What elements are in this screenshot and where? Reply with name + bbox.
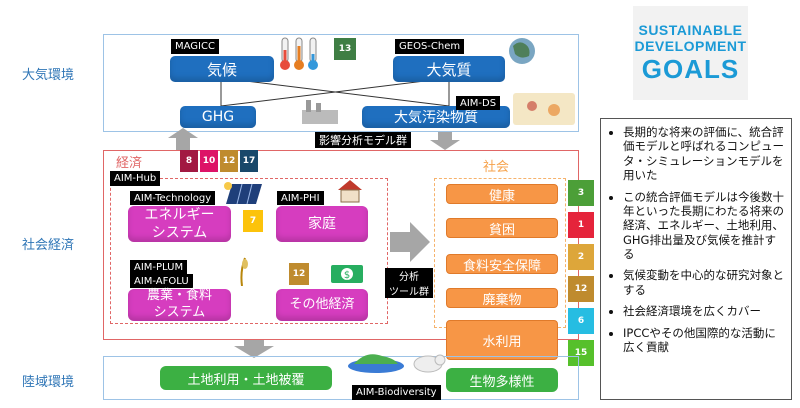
aim-ds-tag: AIM-DS	[456, 96, 501, 110]
sdg-logo: SUSTAINABLE DEVELOPMENT GOALS	[633, 6, 748, 100]
row-label-land: 陸域環境	[22, 375, 75, 390]
sdg-10-icon: 10	[200, 150, 218, 172]
sdg-3-icon: 3	[568, 180, 594, 206]
land-use-box: 土地利用・土地被覆	[160, 366, 332, 390]
waste-box: 廃棄物	[446, 288, 558, 308]
sdg-7-icon: 7	[243, 210, 263, 232]
bullet-item: 長期的な将来の評価に、統合評価モデルと呼ばれるコンピュータ・シミュレーションモデ…	[623, 125, 785, 183]
aim-plum-tag: AIM-PLUM	[130, 260, 188, 274]
thermometer-icon	[280, 37, 318, 70]
air-quality-box: 大気質	[393, 56, 505, 82]
water-use-box: 水利用	[446, 320, 558, 360]
atmosphere-connectors	[220, 77, 450, 107]
land-section	[103, 356, 579, 400]
bullet-item: この統合評価モデルは今後数十年といった長期にわたる将来の経済、エネルギー、土地利…	[623, 190, 785, 262]
globe-icon	[509, 38, 535, 64]
climate-box: 気候	[170, 56, 274, 82]
sdg-8-icon: 8	[180, 150, 198, 172]
magicc-tag: MAGICC	[171, 39, 219, 54]
sdg-logo-line1: SUSTAINABLE	[638, 21, 743, 38]
description-box: 長期的な将来の評価に、統合評価モデルと呼ばれるコンピュータ・シミュレーションモデ…	[600, 118, 792, 400]
economy-sdg-icons: 8 10 12 17	[180, 150, 258, 172]
sdg-1-icon: 1	[568, 212, 594, 238]
society-title: 社会	[483, 160, 510, 175]
bullet-item: 気候変動を中心的な研究対象とする	[623, 268, 785, 297]
down-arrow-icon-b	[234, 340, 274, 358]
sdg-15-icon: 15	[568, 340, 594, 366]
up-arrow-icon	[168, 128, 198, 150]
aim-technology-tag: AIM-Technology	[130, 191, 216, 205]
sdg-2-icon: 2	[568, 244, 594, 270]
polar-bear-icon	[413, 354, 446, 373]
bullet-item: IPCCやその他国際的な活動に広く貢献	[623, 326, 785, 355]
economy-title: 経済	[116, 156, 143, 171]
impact-model-label: 影響分析モデル群	[315, 132, 411, 148]
money-icon: $	[331, 265, 363, 283]
sdg-13-icon: 13	[334, 38, 356, 60]
house-icon	[338, 180, 362, 203]
factory-icon	[302, 100, 338, 124]
energy-system-box: エネルギー システム	[128, 206, 231, 242]
aim-hub-tag: AIM-Hub	[110, 171, 161, 186]
pollutants-box: 大気汚染物質	[362, 106, 510, 128]
svg-text:$: $	[344, 270, 350, 281]
sdg-17-icon: 17	[240, 150, 258, 172]
economy-box	[110, 178, 388, 324]
sdg-12-icon-c: 12	[568, 276, 594, 302]
biodiversity-box: 生物多様性	[446, 368, 558, 392]
row-label-atmosphere: 大気環境	[22, 68, 75, 83]
island-icon	[348, 354, 404, 373]
right-arrow-icon	[390, 222, 430, 262]
food-security-box: 食料安全保障	[446, 254, 558, 274]
bullet-item: 社会経済環境を広くカバー	[623, 304, 785, 318]
household-box: 家庭	[276, 206, 368, 242]
analysis-tool-label: 分析 ツール群	[385, 268, 433, 298]
world-map-icon	[513, 93, 575, 125]
aim-biodiversity-tag: AIM-Biodiversity	[352, 385, 441, 400]
society-sdg-icons: 3 1 2 12 6 15	[568, 180, 594, 366]
health-box: 健康	[446, 184, 558, 204]
aim-afolu-tag: AIM-AFOLU	[130, 274, 193, 288]
solar-panel-icon	[224, 182, 262, 205]
sdg-12-icon-b: 12	[289, 263, 309, 285]
agri-food-box: 農業・食料 システム	[128, 288, 231, 321]
geos-chem-tag: GEOS-Chem	[395, 39, 465, 54]
other-economy-box: その他経済	[276, 289, 368, 321]
sdg-6-icon: 6	[568, 308, 594, 334]
sdg-logo-line2: DEVELOPMENT	[634, 37, 747, 54]
down-arrow-icon	[430, 132, 460, 150]
sdg-logo-line3: GOALS	[641, 53, 740, 84]
row-label-socioeconomic: 社会経済	[22, 238, 75, 253]
atmosphere-section	[103, 34, 579, 132]
sdg-12-icon: 12	[220, 150, 238, 172]
rice-icon	[240, 257, 248, 286]
poverty-box: 貧困	[446, 218, 558, 238]
ghg-box: GHG	[180, 106, 256, 128]
aim-phi-tag: AIM-PHI	[277, 191, 324, 205]
